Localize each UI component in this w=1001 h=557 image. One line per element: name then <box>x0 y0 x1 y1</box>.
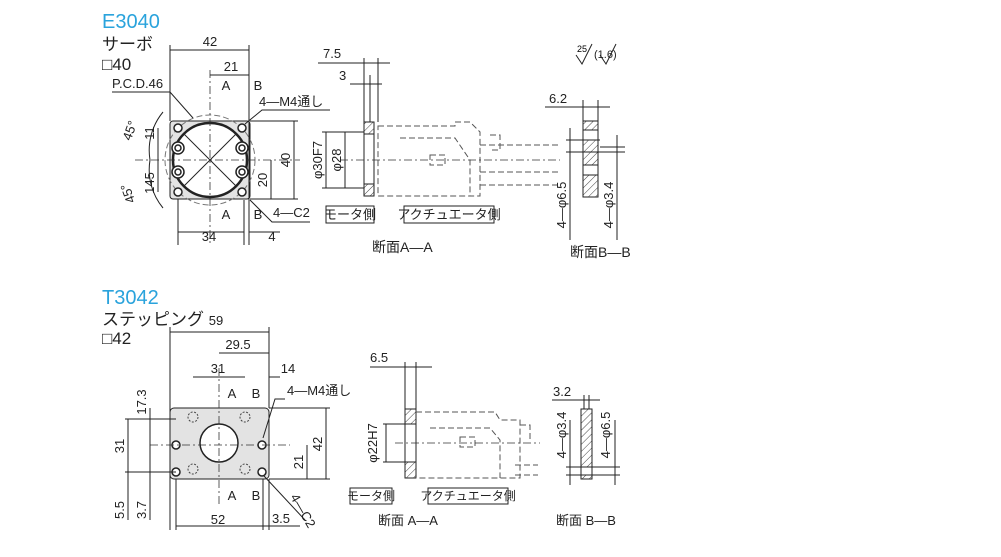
dim-59: 59 <box>209 313 223 328</box>
dim-4-phi3-4: 4—φ3.4 <box>554 412 569 459</box>
chamfer-label: 4—C2 <box>273 205 310 220</box>
chamfer-label: 4—C2 <box>287 491 318 530</box>
section-a-marker-top: A <box>228 386 237 401</box>
e3040-front-view: 42 21 A B P.C.D.46 4—M4通し 40 20 11 145 4… <box>112 34 330 245</box>
dim-31-vertical: 31 <box>112 439 127 453</box>
dim-5-5: 5.5 <box>112 501 127 519</box>
dim-40: 40 <box>278 153 293 167</box>
angle-45-bottom: 45° <box>117 182 138 206</box>
section-b-marker-top: B <box>252 386 261 401</box>
dim-42: 42 <box>203 34 217 49</box>
motor-side-label: モータ側 <box>324 207 376 222</box>
section-b-b-caption: 断面B—B <box>570 244 631 260</box>
section-a-marker-bottom: A <box>228 488 237 503</box>
section-a-a-caption: 断面 A—A <box>378 513 438 528</box>
e3040-section-a-a: 7.5 3 φ30F7 φ28 モータ側 アクチュエータ側 断面A—A <box>310 46 560 255</box>
dim-phi22h7: φ22H7 <box>365 423 380 463</box>
dim-4-phi3-4: 4—φ3.4 <box>601 182 616 229</box>
section-a-marker-top: A <box>222 78 231 93</box>
dim-7-5: 7.5 <box>323 46 341 61</box>
actuator-side-label: アクチュエータ側 <box>420 489 515 503</box>
tap-hole-label: 4—M4通し <box>287 383 351 398</box>
section-b-marker-bottom: B <box>254 207 263 222</box>
roughness-25: 25 <box>577 44 587 54</box>
actuator-side-label: アクチュエータ側 <box>397 207 500 222</box>
dim-4-phi6-5: 4—φ6.5 <box>598 412 613 459</box>
dim-3-2: 3.2 <box>553 384 571 399</box>
t3042-section: T3042 ステッピング □42 59 29.5 <box>102 287 620 530</box>
motor-side-label: モータ側 <box>347 489 395 503</box>
dim-14-5: 145 <box>142 172 157 194</box>
angle-45-top: 45° <box>119 119 140 143</box>
section-b-marker-bottom: B <box>252 488 261 503</box>
dim-14: 14 <box>281 361 295 376</box>
dim-3-7: 3.7 <box>134 501 149 519</box>
dim-34: 34 <box>202 229 216 244</box>
e3040-title: E3040 <box>102 11 160 33</box>
section-a-marker-bottom: A <box>222 207 231 222</box>
dim-3: 3 <box>339 68 346 83</box>
t3042-size: □42 <box>102 329 131 348</box>
dim-6-2: 6.2 <box>549 91 567 106</box>
dim-21: 21 <box>224 59 238 74</box>
e3040-section: E3040 サーボ □40 42 21 <box>102 11 631 260</box>
e3040-type: サーボ <box>102 35 153 54</box>
pcd-label: P.C.D.46 <box>112 76 163 91</box>
dim-20: 20 <box>255 173 270 187</box>
dim-phi30f7: φ30F7 <box>310 141 325 179</box>
dim-6-5: 6.5 <box>370 350 388 365</box>
dim-4-phi6-5: 4—φ6.5 <box>554 182 569 229</box>
dim-42: 42 <box>310 437 325 451</box>
t3042-front-view: 59 29.5 31 14 A B 4—M4通し 17.3 31 42 21 5… <box>112 313 351 530</box>
dim-21: 21 <box>291 455 306 469</box>
dim-3-5: 3.5 <box>272 511 290 526</box>
dim-4: 4 <box>268 229 275 244</box>
dim-52: 52 <box>211 512 225 527</box>
e3040-size: □40 <box>102 55 131 74</box>
section-b-b-caption: 断面 B—B <box>556 513 616 528</box>
t3042-type: ステッピング <box>102 310 204 329</box>
roughness-1-6: (1.6) <box>594 49 617 61</box>
mount-holes <box>171 123 249 197</box>
section-a-a-caption: 断面A—A <box>372 239 433 255</box>
dim-29-5: 29.5 <box>225 337 250 352</box>
t3042-section-b-b: 3.2 4—φ3.4 4—φ6.5 断面 B—B <box>552 384 620 528</box>
surface-roughness-symbol: 25 (1.6) <box>575 43 617 65</box>
dim-phi28: φ28 <box>329 149 344 172</box>
t3042-section-a-a: 6.5 φ22H7 モータ側 アクチュエータ側 断面 A—A <box>347 350 540 528</box>
dim-11: 11 <box>142 126 157 140</box>
dim-31-horizontal: 31 <box>211 361 225 376</box>
t3042-title: T3042 <box>102 287 159 309</box>
section-b-marker-top: B <box>254 78 263 93</box>
e3040-section-b-b: 6.2 4—φ6.5 4—φ3.4 断面B—B <box>545 91 631 260</box>
tap-hole-label: 4—M4通し <box>259 94 323 109</box>
dim-17-3: 17.3 <box>134 389 149 414</box>
